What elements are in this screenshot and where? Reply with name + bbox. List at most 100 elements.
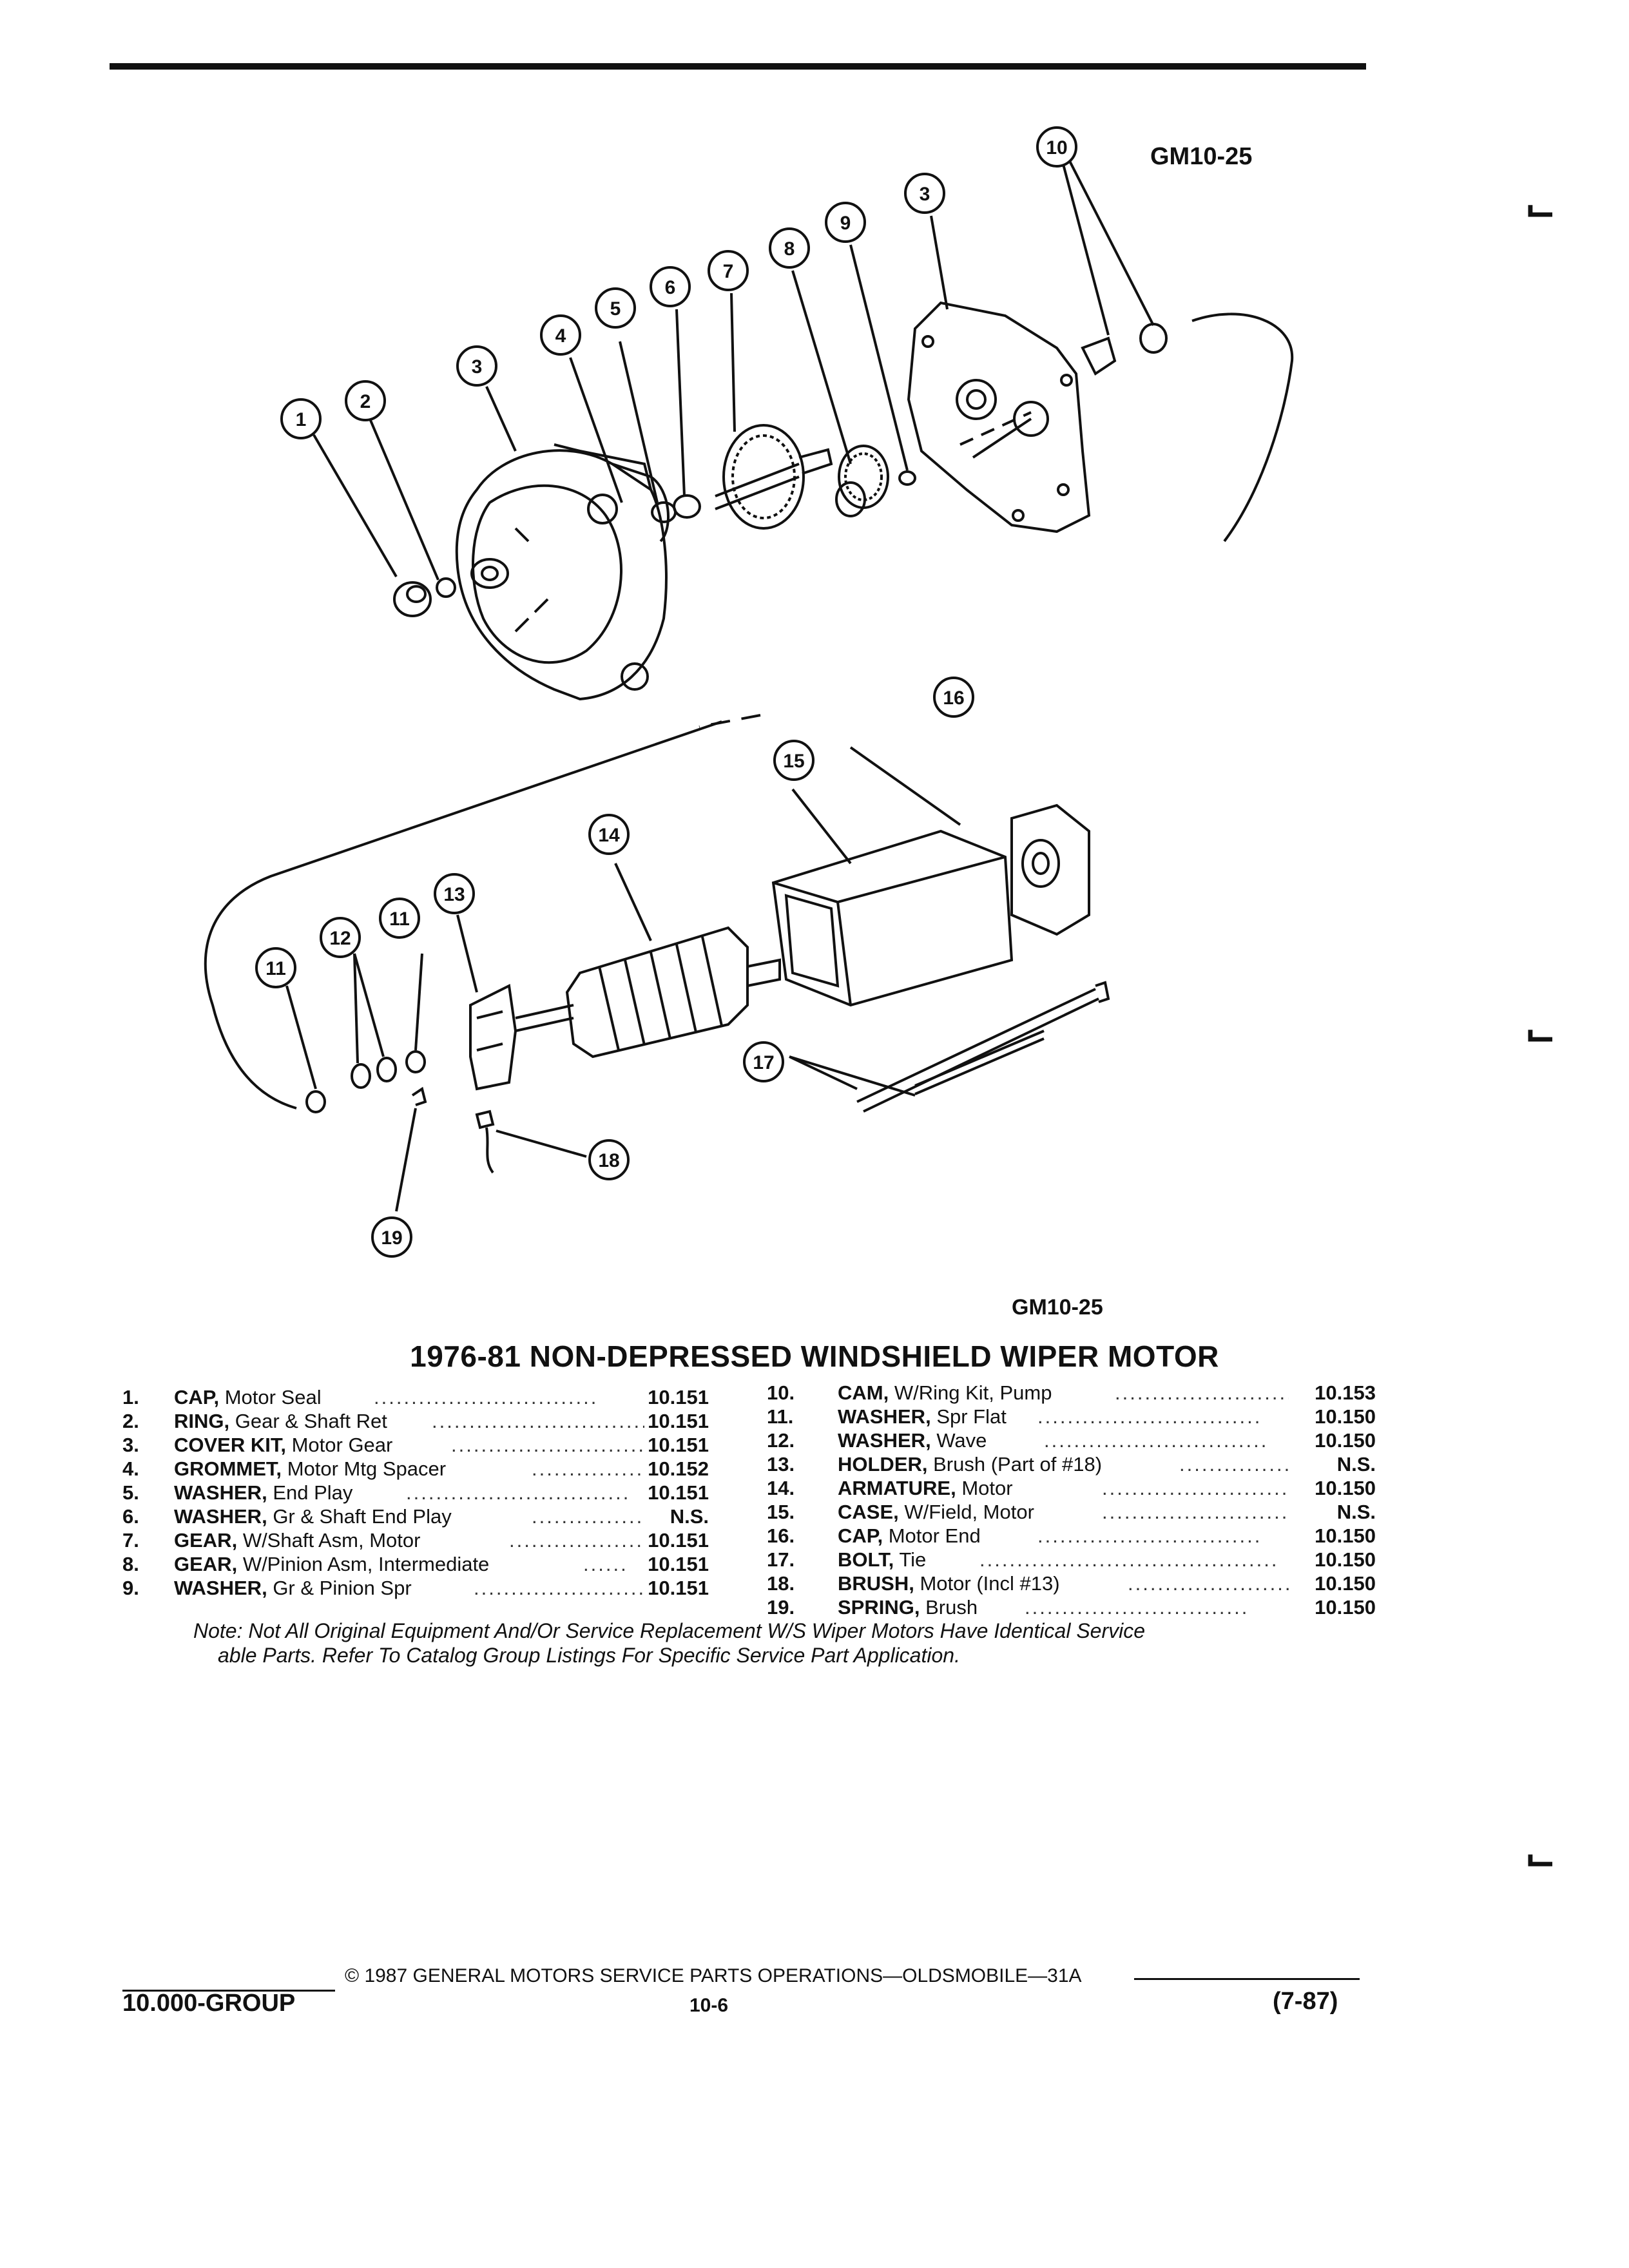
parts-row: 9. WASHER, Gr & Pinion Spr .............… [122,1576,715,1600]
callout-circle [588,1139,630,1180]
footer-rule-right [1134,1978,1360,1980]
parts-row: 10. CAM, W/Ring Kit, Pump ..............… [767,1381,1379,1405]
part-description: Motor Mtg Spacer [287,1457,447,1480]
part-number: 15. [767,1501,795,1523]
callout-circle [595,287,636,329]
parts-row: 5. WASHER, End Play ....................… [122,1481,715,1504]
part-reference: N.S. [1336,1501,1376,1523]
leader-dots: .............................. [1037,1524,1262,1547]
callout-label: 14 [598,825,620,846]
part-reference: 10.151 [648,1434,709,1456]
part-description: Motor Gear [291,1434,393,1456]
part-name: WASHER, [838,1429,931,1452]
parts-row: 14. ARMATURE, Motor ....................… [767,1476,1379,1500]
note-line: Note: Not All Original Equipment And/Or … [193,1619,1146,1642]
part-name: GEAR, [174,1529,238,1552]
leader-dots: .............................. [1037,1405,1262,1428]
leader-dots: .............................. [532,1505,644,1528]
part-reference: 10.150 [1315,1572,1376,1595]
footer-copyright: © 1987 GENERAL MOTORS SERVICE PARTS OPER… [345,1965,1082,1986]
callout-label: 10 [1046,137,1067,159]
callout-label: 8 [784,238,795,260]
part-reference: N.S. [670,1505,709,1528]
part-name: CAM, [838,1381,889,1404]
part-description: Gear & Shaft Ret [235,1410,387,1432]
parts-row: 1. CAP, Motor Seal .....................… [122,1385,715,1409]
part-number: 16. [767,1524,795,1547]
callout-circle [933,677,974,718]
leader-dots: .............................. [474,1577,644,1599]
margin-tick-mark: ⌙ [1524,1837,1557,1880]
leader-dots: .............................. [509,1529,644,1552]
part-number: 12. [767,1429,795,1452]
callout-label: 15 [783,751,804,772]
part-reference: 10.150 [1315,1548,1376,1571]
leader-dots: .............................. [432,1410,644,1432]
callout-label: 19 [381,1227,402,1249]
part-reference: N.S. [1336,1453,1376,1475]
callout-circle [588,814,630,855]
part-name: CAP, [174,1386,220,1408]
footer-page-number: 10-6 [689,1995,729,2016]
callout-circle [708,250,749,291]
part-reference: 10.151 [648,1410,709,1432]
part-reference: 10.150 [1315,1596,1376,1619]
part-number: 7. [122,1529,139,1552]
part-description: Brush [925,1596,978,1619]
part-reference: 10.150 [1315,1429,1376,1452]
part-description: Motor [961,1477,1013,1499]
part-number: 2. [122,1410,139,1432]
leader-dots: .............................. [1102,1477,1289,1499]
part-description: Tie [899,1548,927,1571]
part-reference: 10.151 [648,1481,709,1504]
callout-label: 16 [943,687,964,709]
callout-circle [743,1041,784,1082]
callout-circle [379,898,420,939]
callout-circle [371,1216,412,1258]
part-number: 3. [122,1434,139,1456]
part-number: 17. [767,1548,795,1571]
callout-circle [769,227,810,269]
part-name: WASHER, [838,1405,931,1428]
callout-label: 17 [753,1052,774,1073]
part-name: RING, [174,1410,230,1432]
part-reference: 10.150 [1315,1477,1376,1499]
part-description: W/Ring Kit, Pump [894,1381,1052,1404]
part-reference: 10.150 [1315,1524,1376,1547]
part-number: 9. [122,1577,139,1599]
leader-dots: .............................. [1115,1381,1289,1404]
parts-row: 7. GEAR, W/Shaft Asm, Motor ............… [122,1528,715,1552]
callout-circle [904,173,945,214]
callout-circle [773,740,815,781]
part-name: WASHER, [174,1505,267,1528]
part-description: End Play [273,1481,353,1504]
part-name: WASHER, [174,1481,267,1504]
part-description: Gr & Pinion Spr [273,1577,412,1599]
callout-label: 3 [472,356,483,378]
parts-row: 11. WASHER, Spr Flat ...................… [767,1405,1379,1428]
callout-label: 2 [360,391,371,412]
leader-dots: ........................................ [979,1548,1279,1571]
part-reference: 10.151 [648,1529,709,1552]
part-name: ARMATURE, [838,1477,956,1499]
callout-circle [345,380,386,421]
parts-row: 12. WASHER, Wave .......................… [767,1428,1379,1452]
part-name: SPRING, [838,1596,920,1619]
part-name: CASE, [838,1501,899,1523]
parts-row: 4. GROMMET, Motor Mtg Spacer ...........… [122,1457,715,1481]
leader-dots: .............................. [1128,1572,1289,1595]
parts-row: 2. RING, Gear & Shaft Ret ..............… [122,1409,715,1433]
margin-tick-mark: ⌙ [1524,187,1557,231]
part-name: GROMMET, [174,1457,282,1480]
part-number: 13. [767,1453,795,1475]
part-name: CAP, [838,1524,883,1547]
callout-circle [255,947,296,988]
callout-circle [320,917,361,958]
part-number: 1. [122,1386,139,1408]
callout-circle [434,873,475,914]
part-reference: 10.152 [648,1457,709,1480]
callout-circle [540,314,581,356]
callout-label: 11 [389,908,410,930]
part-description: Brush (Part of #18) [933,1453,1103,1475]
